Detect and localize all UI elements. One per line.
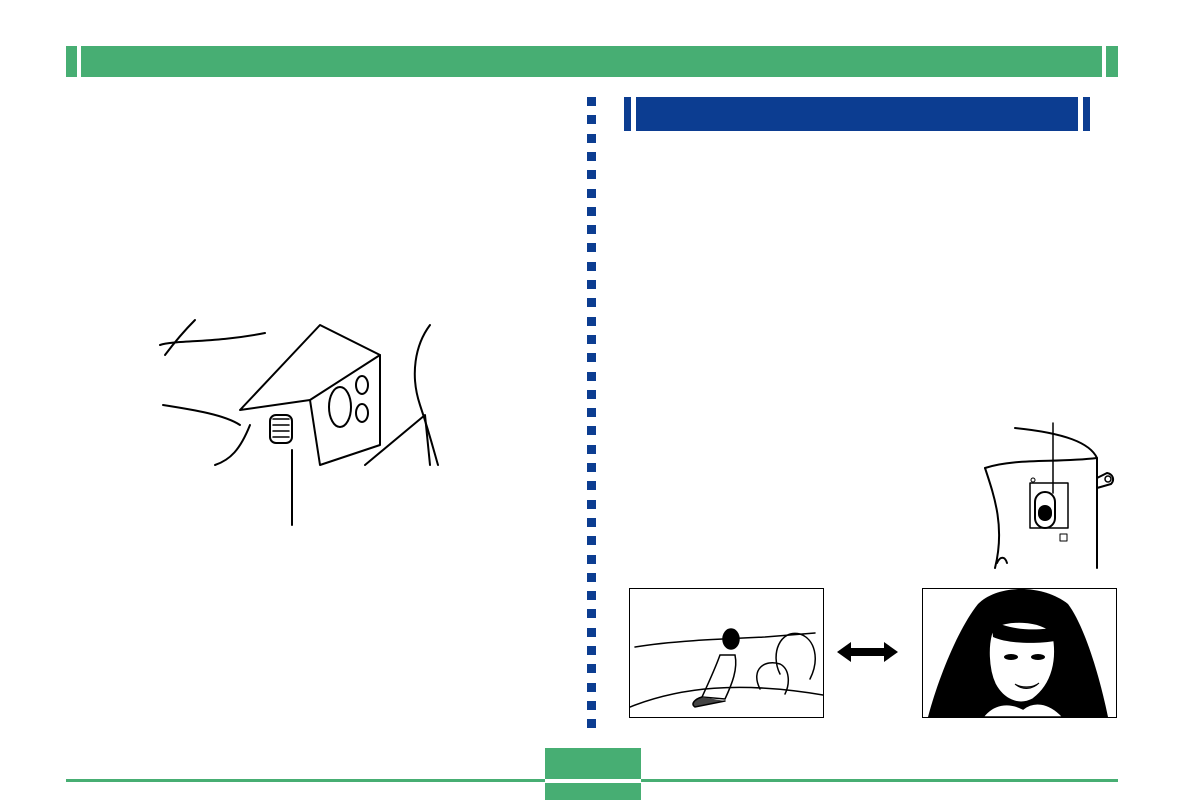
- camera-lower-curve: [214, 424, 251, 466]
- divider-dot: [587, 133, 596, 143]
- strap-lug: [1096, 472, 1115, 489]
- portrait-eye-right: [1031, 654, 1045, 660]
- divider-dot: [587, 261, 596, 271]
- divider-dot: [587, 408, 596, 418]
- zoom-switch-icon: [984, 422, 1115, 569]
- horizon-line: [634, 632, 816, 648]
- divider-dot: [587, 627, 596, 637]
- section-header-cap-right: [1083, 97, 1090, 131]
- tele-mark: [1030, 477, 1036, 483]
- wide-angle-photo: [629, 588, 824, 718]
- camera-body-outline: [164, 319, 196, 356]
- bush-right: [775, 632, 816, 680]
- divider-dot: [587, 280, 596, 289]
- diopter-dial: [269, 414, 293, 444]
- footer-rule-right: [641, 779, 1118, 782]
- diopter-dial-knurl: [272, 418, 290, 438]
- column-divider: [587, 97, 596, 737]
- wide-angle-scene-icon: [629, 628, 824, 708]
- divider-dot: [587, 371, 596, 381]
- viewfinder-lens-small-top: [355, 375, 369, 395]
- divider-dot: [587, 225, 596, 235]
- telephoto-photo: [922, 588, 1117, 718]
- divider-dot: [587, 444, 596, 454]
- divider-dot: [587, 719, 596, 729]
- divider-dot: [587, 206, 596, 216]
- diopter-dial-icon: [159, 319, 439, 526]
- camera-side-outline: [1014, 427, 1098, 569]
- divider-dot: [587, 115, 596, 125]
- figure-skirt: [692, 696, 726, 708]
- camera-left-edge: [162, 404, 241, 426]
- portrait-mouth: [1014, 682, 1040, 689]
- divider-dot: [587, 591, 596, 601]
- section-header-bar: [624, 97, 1090, 131]
- divider-dot: [587, 572, 596, 582]
- close-up-portrait-icon: [928, 589, 1108, 718]
- strap-hole: [1104, 475, 1112, 483]
- camera-side-front: [984, 467, 1001, 569]
- figure-body: [700, 654, 737, 700]
- portrait-collar: [981, 703, 1065, 718]
- zoom-slider: [1034, 491, 1056, 529]
- divider-dot: [587, 170, 596, 180]
- divider-dot: [587, 682, 596, 692]
- divider-dot: [587, 188, 596, 198]
- divider-dot: [587, 609, 596, 619]
- header-band-main: [81, 46, 1102, 77]
- ground-curve: [629, 686, 824, 708]
- divider-dot: [587, 151, 596, 161]
- portrait-bangs: [991, 619, 1058, 643]
- divider-dot: [587, 517, 596, 527]
- divider-dot: [587, 243, 596, 253]
- figure-hair: [722, 628, 740, 650]
- section-header-cap-left: [624, 97, 631, 131]
- camera-top-curve: [159, 332, 266, 346]
- header-band-cap-left: [66, 46, 77, 77]
- page-number-tab: [545, 748, 641, 779]
- divider-dot: [587, 700, 596, 710]
- divider-dot: [587, 97, 596, 106]
- footer-rule-left: [66, 779, 545, 782]
- divider-dot: [587, 664, 596, 674]
- viewfinder-hood: [239, 324, 381, 411]
- camera-lower-detail: [996, 556, 1008, 564]
- wide-mark: [1059, 533, 1068, 542]
- portrait-eye-left: [1004, 654, 1018, 660]
- zoom-slider-knob: [1038, 505, 1052, 521]
- divider-dot: [587, 334, 596, 344]
- divider-dot: [587, 536, 596, 546]
- viewfinder-lens-small-bottom: [355, 403, 369, 423]
- divider-dot: [587, 646, 596, 655]
- divider-dot: [587, 499, 596, 509]
- divider-dot: [587, 353, 596, 363]
- header-band: [66, 46, 1118, 77]
- divider-dot: [587, 389, 596, 399]
- camera-side-top: [984, 457, 1098, 469]
- divider-dot: [587, 554, 596, 564]
- page-number-tab-lower: [545, 783, 641, 800]
- camera-grip-curve: [413, 324, 439, 466]
- header-band-cap-right: [1106, 46, 1118, 77]
- divider-dot: [587, 481, 596, 491]
- divider-dot: [587, 426, 596, 436]
- bush-middle: [756, 662, 790, 695]
- viewfinder-lens-large: [328, 386, 352, 428]
- divider-dot: [587, 298, 596, 308]
- divider-dot: [587, 316, 596, 326]
- lcd-corner: [364, 414, 431, 466]
- section-header-main: [636, 97, 1078, 131]
- double-arrow-icon: [837, 642, 898, 662]
- divider-dot: [587, 463, 596, 472]
- viewfinder-body: [309, 354, 381, 466]
